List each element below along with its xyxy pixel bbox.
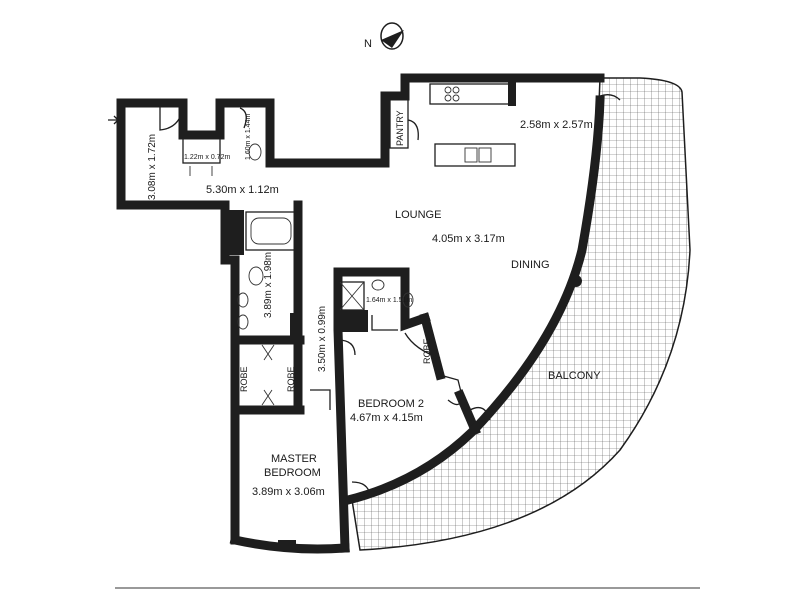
robe-label-1: ROBE xyxy=(239,366,249,392)
north-arrow-icon: N xyxy=(364,22,404,50)
wall-block xyxy=(508,78,516,106)
fixtures xyxy=(108,83,700,589)
laundry-dims: 1.22m x 0.72m xyxy=(184,154,230,161)
balcony-label: BALCONY xyxy=(548,370,601,382)
column xyxy=(570,275,582,287)
dining-label: DINING xyxy=(511,259,550,271)
pantry-label: PANTRY xyxy=(395,110,405,146)
wall-block xyxy=(290,313,300,343)
wall-block xyxy=(228,210,244,255)
wall-block xyxy=(338,310,368,332)
lounge-dims: 4.05m x 3.17m xyxy=(432,233,505,245)
master-dims: 3.89m x 3.06m xyxy=(252,486,325,498)
lounge-label: LOUNGE xyxy=(395,209,441,221)
wall-block xyxy=(278,540,296,549)
robe-label-2: ROBE xyxy=(286,366,296,392)
master-label-1: MASTER xyxy=(271,453,317,465)
north-letter: N xyxy=(364,38,372,50)
hall-dims: 5.30m x 1.12m xyxy=(206,184,279,196)
powder-dims: 1.60m x 1.44m xyxy=(245,114,252,160)
entry-dims: 3.08m x 1.72m xyxy=(147,134,158,200)
corridor-dims: 3.50m x 0.99m xyxy=(317,306,328,372)
bedroom2-dims: 4.67m x 4.15m xyxy=(350,412,423,424)
bath2-dims: 1.64m x 1.51m xyxy=(366,297,412,304)
ensuite-dims: 3.89m x 1.98m xyxy=(263,252,274,318)
bedroom2-label: BEDROOM 2 xyxy=(358,398,424,410)
master-label-2: BEDROOM xyxy=(264,467,321,479)
kitchen-dims: 2.58m x 2.57m xyxy=(520,119,593,131)
robe-label-3: ROBE xyxy=(422,338,432,364)
